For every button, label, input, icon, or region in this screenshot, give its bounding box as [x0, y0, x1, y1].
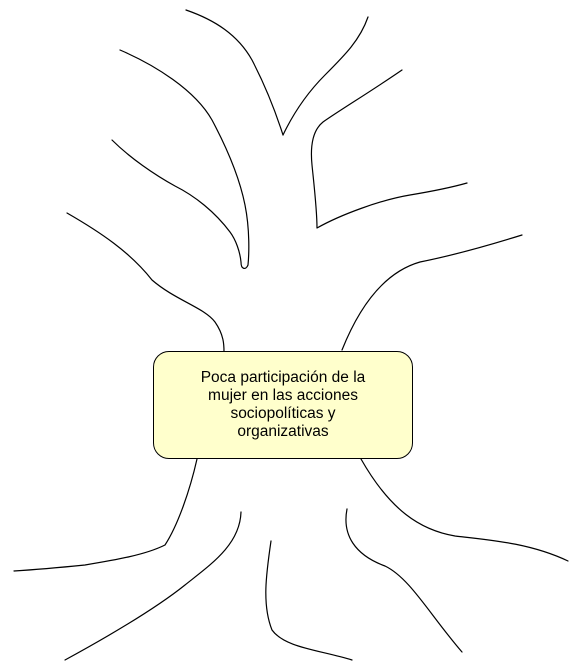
branches [67, 10, 522, 352]
root-center-left [65, 512, 241, 660]
trunk-left-edge [186, 10, 283, 135]
central-problem-box: Poca participación de la mujer en las ac… [153, 351, 413, 459]
trunk-right-edge [283, 17, 368, 135]
central-problem-text: Poca participación de la mujer en las ac… [201, 369, 366, 441]
roots [14, 459, 568, 660]
root-center-right [346, 509, 462, 652]
root-right [361, 459, 568, 561]
root-center [266, 541, 352, 660]
branch-lower-right [342, 235, 522, 350]
branch-upper-left [112, 50, 249, 268]
root-left [14, 459, 197, 571]
branch-upper-right [311, 70, 467, 228]
branch-lower-left [67, 213, 224, 352]
